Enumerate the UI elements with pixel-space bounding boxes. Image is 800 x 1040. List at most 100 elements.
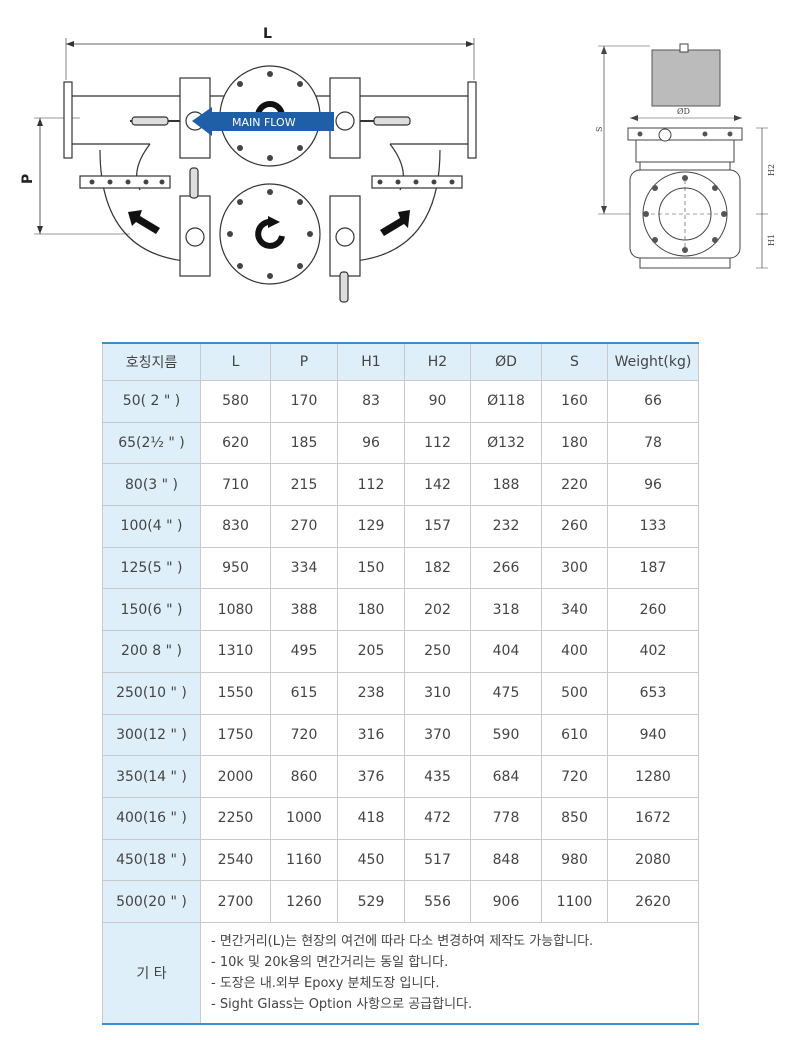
dim-S-label: S <box>595 127 604 132</box>
table-cell: 215 <box>270 463 338 507</box>
header-P: P <box>270 342 338 381</box>
table-cell: 142 <box>404 463 471 507</box>
notes-body: - 면간거리(L)는 현장의 여건에 따라 다소 변경하여 제작도 가능합니다.… <box>200 921 699 1025</box>
table-cell: 238 <box>337 671 405 715</box>
table-cell: 556 <box>404 880 471 923</box>
table-cell: 96 <box>337 421 405 465</box>
table-cell: 318 <box>470 588 542 632</box>
table-cell: 2080 <box>607 838 699 882</box>
nominal-size-cell: 100(4 " ) <box>102 505 201 548</box>
table-cell: 615 <box>270 671 338 715</box>
table-cell: 150 <box>337 546 405 590</box>
table-cell: 185 <box>270 421 338 465</box>
table-cell: 83 <box>337 380 405 423</box>
table-cell: 848 <box>470 838 542 882</box>
nominal-size-cell: 50( 2 " ) <box>102 380 201 423</box>
table-cell: 388 <box>270 588 338 632</box>
table-cell: 160 <box>541 380 608 423</box>
table-cell: 250 <box>404 630 471 673</box>
dim-H2-label: H2 <box>767 164 776 176</box>
table-cell: 529 <box>337 880 405 923</box>
header-weight: Weight(kg) <box>607 342 699 381</box>
dim-H1-label: H1 <box>767 234 776 246</box>
table-cell: 180 <box>541 421 608 465</box>
notes-label: 기 타 <box>102 921 201 1025</box>
table-cell: 170 <box>270 380 338 423</box>
table-cell: 157 <box>404 505 471 548</box>
main-flow-label: MAIN FLOW <box>232 116 296 129</box>
table-cell: 334 <box>270 546 338 590</box>
table-cell: 720 <box>270 713 338 757</box>
header-H2: H2 <box>404 342 471 381</box>
table-cell: 495 <box>270 630 338 673</box>
table-cell: 340 <box>541 588 608 632</box>
table-cell: 78 <box>607 421 699 465</box>
table-cell: 180 <box>337 588 405 632</box>
nominal-size-cell: 300(12 " ) <box>102 713 201 757</box>
header-H1: H1 <box>337 342 405 381</box>
nominal-size-cell: 350(14 " ) <box>102 755 201 798</box>
note-line: - Sight Glass는 Option 사항으로 공급합니다. <box>211 996 473 1012</box>
table-cell: 980 <box>541 838 608 882</box>
table-cell: 112 <box>404 421 471 465</box>
nominal-size-cell: 200 8 " ) <box>102 630 201 673</box>
table-cell: 418 <box>337 796 405 840</box>
table-cell: 232 <box>470 505 542 548</box>
table-cell: 830 <box>200 505 271 548</box>
table-cell: 112 <box>337 463 405 507</box>
dimension-spec-table: 호칭지름 L P H1 H2 ØD S Weight(kg) 50( 2 " )… <box>102 342 699 1025</box>
table-cell: 316 <box>337 713 405 757</box>
table-cell: 1100 <box>541 880 608 923</box>
table-cell: 220 <box>541 463 608 507</box>
table-cell: 400 <box>541 630 608 673</box>
dim-P-label: P <box>20 174 36 184</box>
table-cell: 472 <box>404 796 471 840</box>
table-cell: 850 <box>541 796 608 840</box>
table-cell: 402 <box>607 630 699 673</box>
table-cell: 90 <box>404 380 471 423</box>
table-cell: 96 <box>607 463 699 507</box>
nominal-size-cell: 150(6 " ) <box>102 588 201 632</box>
nominal-size-cell: 80(3 " ) <box>102 463 201 507</box>
table-cell: 580 <box>200 380 271 423</box>
table-cell: 620 <box>200 421 271 465</box>
table-cell: 450 <box>337 838 405 882</box>
table-cell: 300 <box>541 546 608 590</box>
note-line: - 도장은 내.외부 Epoxy 분체도장 입니다. <box>211 975 440 991</box>
note-line: - 10k 및 20k용의 면간거리는 동일 합니다. <box>211 954 449 970</box>
table-cell: 129 <box>337 505 405 548</box>
header-nominal-size: 호칭지름 <box>102 342 201 381</box>
nominal-size-cell: 400(16 " ) <box>102 796 201 840</box>
table-cell: 475 <box>470 671 542 715</box>
table-cell: 376 <box>337 755 405 798</box>
header-L: L <box>200 342 271 381</box>
header-S: S <box>541 342 608 381</box>
table-cell: 1080 <box>200 588 271 632</box>
nominal-size-cell: 500(20 " ) <box>102 880 201 923</box>
table-cell: 1260 <box>270 880 338 923</box>
nominal-size-cell: 125(5 " ) <box>102 546 201 590</box>
table-cell: 2620 <box>607 880 699 923</box>
table-cell: 653 <box>607 671 699 715</box>
table-cell: 610 <box>541 713 608 757</box>
table-cell: 590 <box>470 713 542 757</box>
dim-D-label: ØD <box>677 107 690 116</box>
header-D: ØD <box>470 342 542 381</box>
table-cell: 906 <box>470 880 542 923</box>
table-cell: 404 <box>470 630 542 673</box>
nominal-size-cell: 250(10 " ) <box>102 671 201 715</box>
table-cell: 684 <box>470 755 542 798</box>
table-cell: Ø132 <box>470 421 542 465</box>
table-cell: 202 <box>404 588 471 632</box>
table-cell: 500 <box>541 671 608 715</box>
table-cell: 1160 <box>270 838 338 882</box>
